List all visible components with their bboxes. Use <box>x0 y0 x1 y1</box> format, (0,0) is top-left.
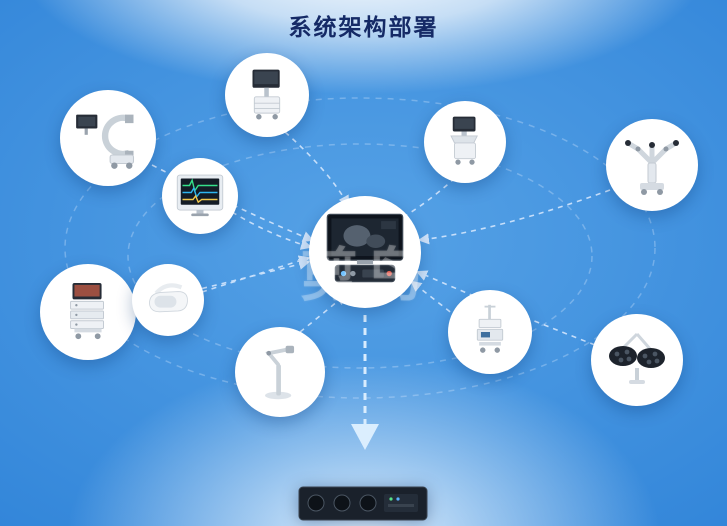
node-surgical-microscope <box>235 327 325 417</box>
ultrasound-machine-icon <box>450 116 478 165</box>
node-surgical-robot <box>606 119 698 211</box>
rack-server-icon <box>298 486 428 521</box>
node-equipment-trolley <box>448 290 532 374</box>
surgical-lights-icon <box>609 332 665 384</box>
node-c-arm-xray <box>60 90 156 186</box>
surgical-robot-arms-icon <box>625 140 679 195</box>
equipment-trolley-icon <box>476 304 504 353</box>
node-patient-monitor <box>162 158 238 234</box>
node-central-console <box>309 196 421 308</box>
node-surgical-lights <box>591 314 683 406</box>
node-rack-server <box>298 486 428 526</box>
vr-headset-icon <box>149 283 188 313</box>
node-ultrasound-machine <box>424 101 506 183</box>
hub-to-server-arrow <box>351 315 379 450</box>
node-endoscopy-tower <box>40 264 136 360</box>
patient-monitor-icon <box>176 174 224 217</box>
page-title: 系统架构部署 <box>288 14 439 40</box>
node-medical-cart-workstation <box>225 53 309 137</box>
surgical-microscope-stand-icon <box>265 345 295 400</box>
endoscopy-tower-icon <box>70 282 104 340</box>
central-surgical-console-icon <box>326 213 404 283</box>
c-arm-xray-machine-icon <box>76 114 135 169</box>
node-vr-headset <box>132 264 204 336</box>
medical-cart-workstation-icon <box>252 69 281 120</box>
